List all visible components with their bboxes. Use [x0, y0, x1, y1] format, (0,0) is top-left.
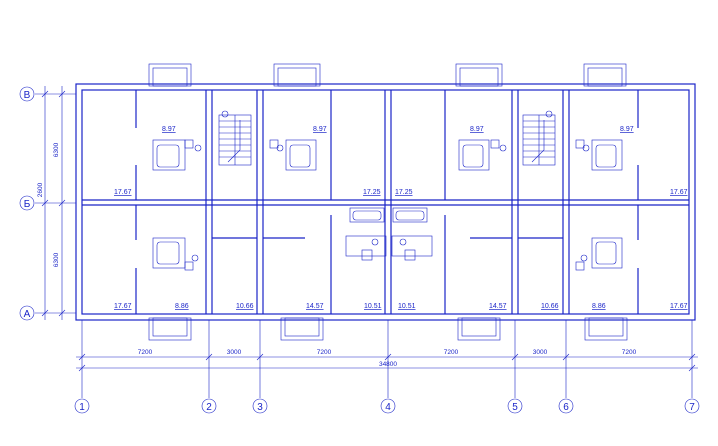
area-label: 8.97 [470, 126, 484, 133]
dim-total-label: 34800 [379, 361, 397, 368]
dim-span-label: 7200 [444, 349, 459, 356]
axis-label: 5 [512, 402, 518, 413]
area-label: 10.66 [541, 303, 559, 310]
balconies-top [148, 63, 627, 87]
dim-vertical-center: 2600 [37, 182, 44, 197]
row-axis-lines [35, 86, 76, 320]
staircase-right [522, 110, 556, 166]
area-label: 10.51 [398, 303, 416, 310]
bathrooms [152, 139, 623, 271]
dim-vertical-upper: 6300 [53, 142, 60, 157]
area-label: 10.51 [364, 303, 382, 310]
area-label: 17.25 [363, 189, 381, 196]
dim-span-label: 3000 [533, 349, 548, 356]
axis-label: 6 [563, 402, 569, 413]
axis-label: Б [24, 199, 31, 210]
column-axis-markers: 1 2 3 4 5 6 7 [74, 398, 700, 414]
axis-marker-mid: Б [19, 195, 35, 211]
area-label: 8.86 [175, 303, 189, 310]
dim-ticks [78, 353, 696, 372]
dim-span-label: 7200 [317, 349, 332, 356]
area-label: 8.86 [592, 303, 606, 310]
dim-labels-horizontal: 7200 3000 7200 7200 3000 7200 34800 [138, 349, 637, 368]
area-label: 17.67 [670, 303, 688, 310]
axis-label: 7 [689, 402, 695, 413]
area-labels-lower: 17.67 8.86 10.66 14.57 10.51 10.51 14.57… [114, 303, 688, 310]
column-axis-lines [76, 320, 698, 398]
area-label: 8.97 [162, 126, 176, 133]
dim-vertical-lower: 6300 [53, 252, 60, 267]
axis-marker-top: В [19, 86, 35, 102]
area-label: 8.97 [313, 126, 327, 133]
axis-marker-bottom: А [19, 305, 35, 321]
axis-label: 1 [79, 402, 85, 413]
interior-walls [135, 90, 639, 314]
dim-span-label: 7200 [138, 349, 153, 356]
area-label: 14.57 [306, 303, 324, 310]
area-label: 8.97 [620, 126, 634, 133]
balconies-bottom [148, 317, 628, 341]
dim-span-label: 7200 [622, 349, 637, 356]
axis-label: 3 [257, 402, 263, 413]
axis-label: 4 [385, 402, 391, 413]
area-label: 14.57 [489, 303, 507, 310]
area-labels-upper: 17.67 8.97 8.97 17.25 17.25 8.97 8.97 17… [114, 126, 688, 196]
axis-label: В [24, 90, 31, 101]
area-label: 17.67 [114, 303, 132, 310]
area-label: 17.67 [114, 189, 132, 196]
dim-span-label: 3000 [227, 349, 242, 356]
area-label: 17.67 [670, 189, 688, 196]
axis-label: 2 [206, 402, 212, 413]
axis-label: А [24, 309, 31, 320]
area-label: 17.25 [395, 189, 413, 196]
area-label: 10.66 [236, 303, 254, 310]
staircase-left [218, 110, 252, 166]
